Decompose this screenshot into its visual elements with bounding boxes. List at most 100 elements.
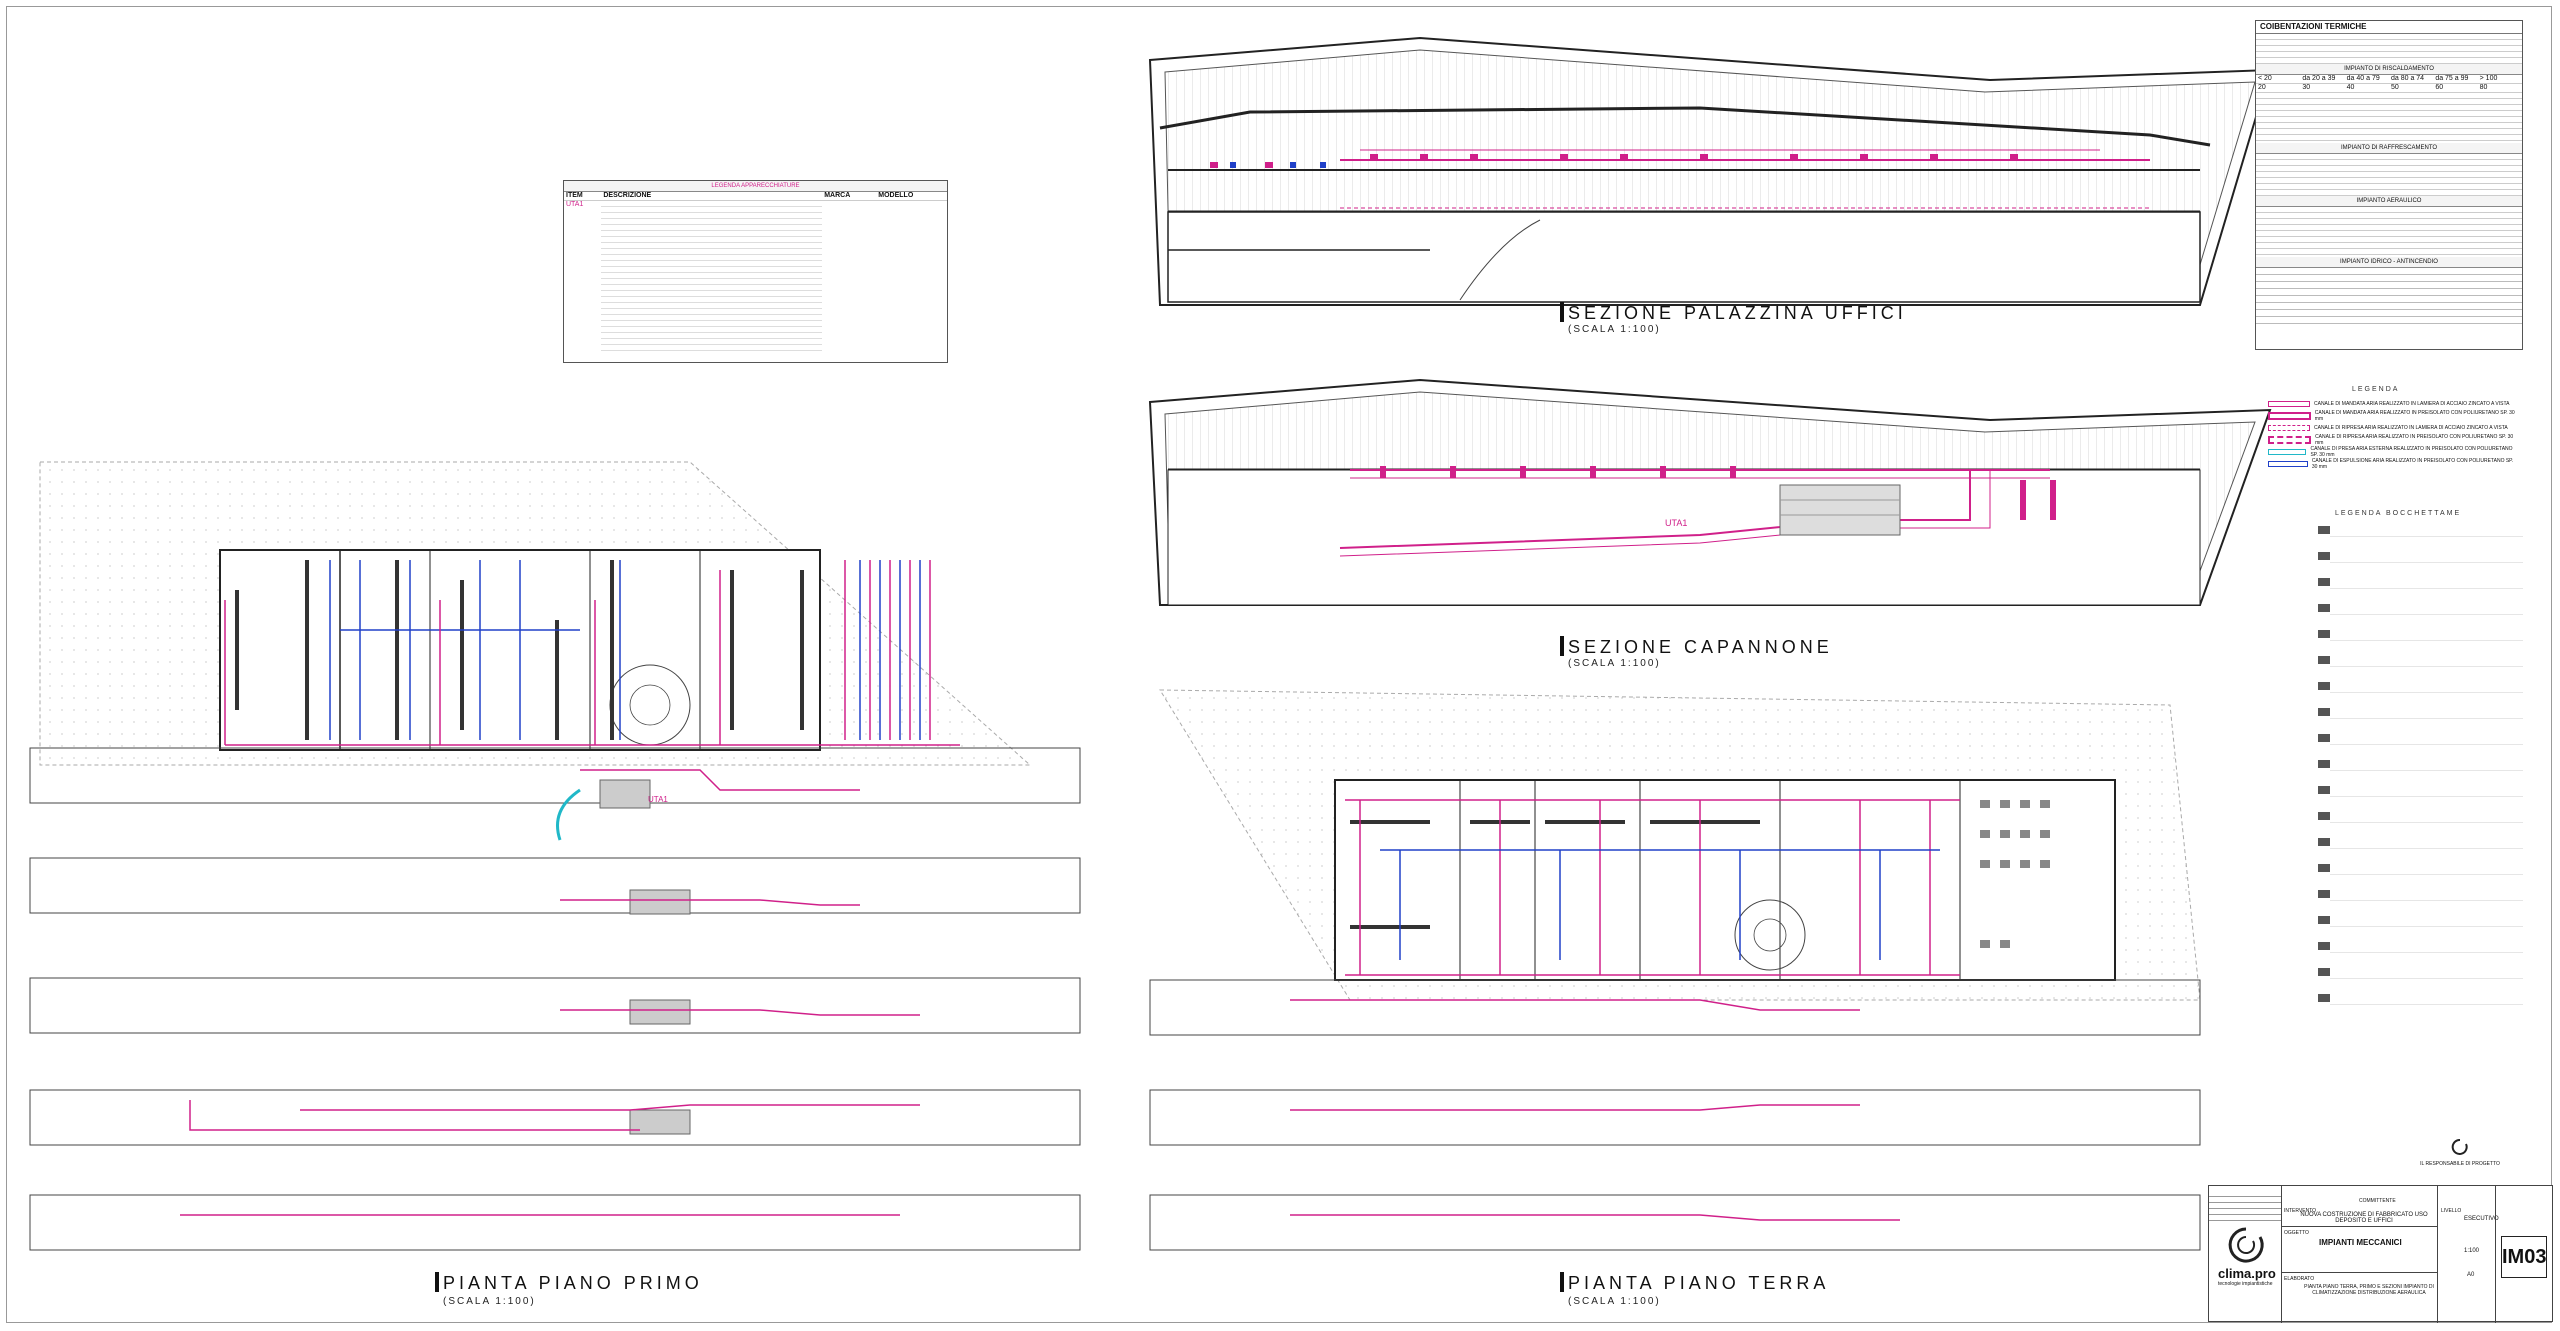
row-marca [822,201,876,351]
tb-elaborato: PIANTA PIANO TERRA, PRIMO E SEZIONI IMPI… [2304,1284,2434,1296]
tb-hline-2 [2281,1272,2437,1273]
dh-3: da 80 a 74 [2390,75,2425,82]
dv-0: 20 [2258,84,2266,91]
raffrescamento-notes [2256,154,2522,196]
legend-apparecchiature-row: UTA1 [564,201,947,351]
title-terra: PIANTA PIANO TERRA [1560,1272,1829,1294]
legenda-item-6: CANALE DI ESPULSIONE ARIA REALIZZATO IN … [2268,458,2518,470]
legenda-title: LEGENDA [2352,386,2400,393]
scale-terra: (SCALA 1:100) [1568,1296,1661,1307]
riscaldamento-notes [2256,93,2522,143]
clima-pro-logo: clima.pro tecnologie impiantistiche [2218,1225,2278,1287]
responsabile-label: IL RESPONSABILE DI PROGETTO [2420,1161,2500,1167]
label-uta1-primo: UTA1 [648,795,668,804]
legenda-item-2: CANALE DI MANDATA ARIA REALIZZATO IN PRE… [2268,410,2518,422]
row-item: UTA1 [566,201,584,208]
dv-5: 80 [2479,84,2488,91]
legend-apparecchiature: LEGENDA APPARECCHIATURE ITEM DESCRIZIONE… [563,180,948,363]
tb-livello-label: LIVELLO [2441,1208,2462,1214]
tb-divider-1 [2281,1186,2282,1323]
plan-terra [1149,689,2201,1251]
legend-apparecchiature-header: ITEM DESCRIZIONE MARCA MODELLO [564,192,947,201]
title-primo: PIANTA PIANO PRIMO [435,1272,703,1294]
dh-2: da 40 a 79 [2346,75,2380,82]
tb-grid [2209,1191,2281,1221]
tb-divider-2 [2437,1186,2438,1323]
idrico-grid [2256,268,2522,328]
coibentazioni-title: COIBENTAZIONI TERMICHE [2256,21,2522,34]
duct-swatch [2268,461,2308,467]
responsabile-stamp: IL RESPONSABILE DI PROGETTO [2420,1138,2500,1167]
section-riscaldamento: IMPIANTO DI RISCALDAMENTO [2256,64,2522,75]
duct-swatch [2268,401,2310,407]
title-palazzina: SEZIONE PALAZZINA UFFICI [1560,302,1907,324]
tb-oggetto-label: OGGETTO [2284,1230,2309,1236]
dh-4: da 75 a 99 [2435,75,2469,82]
tb-hline-1 [2281,1226,2437,1227]
dh-0: < 20 [2258,75,2272,82]
coibentazioni-table: COIBENTAZIONI TERMICHE IMPIANTO DI RISCA… [2255,20,2523,350]
tb-intervento-label: INTERVENTO [2284,1208,2317,1214]
header-item: ITEM [566,192,583,199]
tb-intervento: NUOVA COSTRUZIONE DI FABBRICATO USO DEPO… [2300,1212,2428,1224]
duct-swatch [2268,425,2310,431]
tb-livello: ESECUTIVO [2464,1216,2499,1222]
plan-primo [29,461,1081,1251]
sheet-frame [6,6,2552,1323]
bocchettame-title: LEGENDA BOCCHETTAME [2335,510,2462,517]
section-capannone [1148,378,2272,606]
title-capannone: SEZIONE CAPANNONE [1560,636,1833,658]
row-descrizione [601,201,823,351]
duct-swatch [2268,436,2312,444]
clima-pro-logo-icon [2228,1227,2264,1263]
scale-palazzina: (SCALA 1:100) [1568,324,1661,335]
tb-tavola: IM03 [2501,1236,2547,1278]
legenda-item-4: CANALE DI RIPRESA ARIA REALIZZATO IN PRE… [2268,434,2518,446]
section-idrico: IMPIANTO IDRICO - ANTINCENDIO [2256,257,2522,268]
dh-1: da 20 a 39 [2302,75,2336,82]
legenda-item-1-label: CANALE DI MANDATA ARIA REALIZZATO IN LAM… [2314,401,2510,407]
title-block: COMMITTENTE INTERVENTO NUOVA COSTRUZIONE… [2208,1185,2553,1323]
legenda-item-3-label: CANALE DI RIPRESA ARIA REALIZZATO IN LAM… [2314,425,2508,431]
dv-1: 30 [2302,84,2311,91]
brand-sub: tecnologie impiantistiche [2218,1281,2273,1287]
tb-elaborato-label: ELABORATO [2284,1276,2315,1282]
scale-primo: (SCALA 1:100) [443,1296,536,1307]
tb-formato: A0 [2467,1272,2475,1278]
tb-divider-3 [2495,1186,2496,1323]
legenda-item-3: CANALE DI RIPRESA ARIA REALIZZATO IN LAM… [2268,422,2518,434]
duct-swatch [2268,412,2311,420]
dv-2: 40 [2346,84,2355,91]
coibentazioni-notes [2256,34,2522,64]
brand-name: clima.pro [2218,1266,2276,1281]
legend-apparecchiature-title: LEGENDA APPARECCHIATURE [564,181,947,192]
legenda-item-5: CANALE DI PRESA ARIA ESTERNA REALIZZATO … [2268,446,2518,458]
header-modello: MODELLO [878,192,914,199]
legenda-item-4-label: CANALE DI RIPRESA ARIA REALIZZATO IN PRE… [2315,434,2514,446]
aeraulico-notes [2256,207,2522,257]
bocchettame-symbols [2318,522,2330,1012]
dh-5: > 100 [2479,75,2498,82]
diameters-values: 20 30 40 50 60 80 [2256,84,2522,93]
dv-3: 50 [2390,84,2399,91]
section-raffrescamento: IMPIANTO DI RAFFRESCAMENTO [2256,143,2522,154]
legenda-item-5-label: CANALE DI PRESA ARIA ESTERNA REALIZZATO … [2310,446,2513,458]
header-marca: MARCA [824,192,851,199]
section-palazzina [1148,36,2272,306]
scale-capannone: (SCALA 1:100) [1568,658,1661,669]
section-aeraulico: IMPIANTO AERAULICO [2256,196,2522,207]
duct-swatch [2268,449,2307,455]
row-modello [876,201,947,351]
legenda-item-1: CANALE DI MANDATA ARIA REALIZZATO IN LAM… [2268,398,2518,410]
bocchettame-list [2318,522,2523,1012]
tb-committente: COMMITTENTE [2359,1198,2396,1204]
legenda-list: CANALE DI MANDATA ARIA REALIZZATO IN LAM… [2268,398,2518,470]
diameters-header: < 20 da 20 a 39 da 40 a 79 da 80 a 74 da… [2256,75,2522,84]
clima-pro-small-icon [2451,1138,2468,1155]
header-descrizione: DESCRIZIONE [603,192,652,199]
label-uta1-capannone: UTA1 [1665,518,1688,528]
legenda-item-2-label: CANALE DI MANDATA ARIA REALIZZATO IN PRE… [2314,410,2515,422]
legenda-item-6-label: CANALE DI ESPULSIONE ARIA REALIZZATO IN … [2311,458,2514,470]
